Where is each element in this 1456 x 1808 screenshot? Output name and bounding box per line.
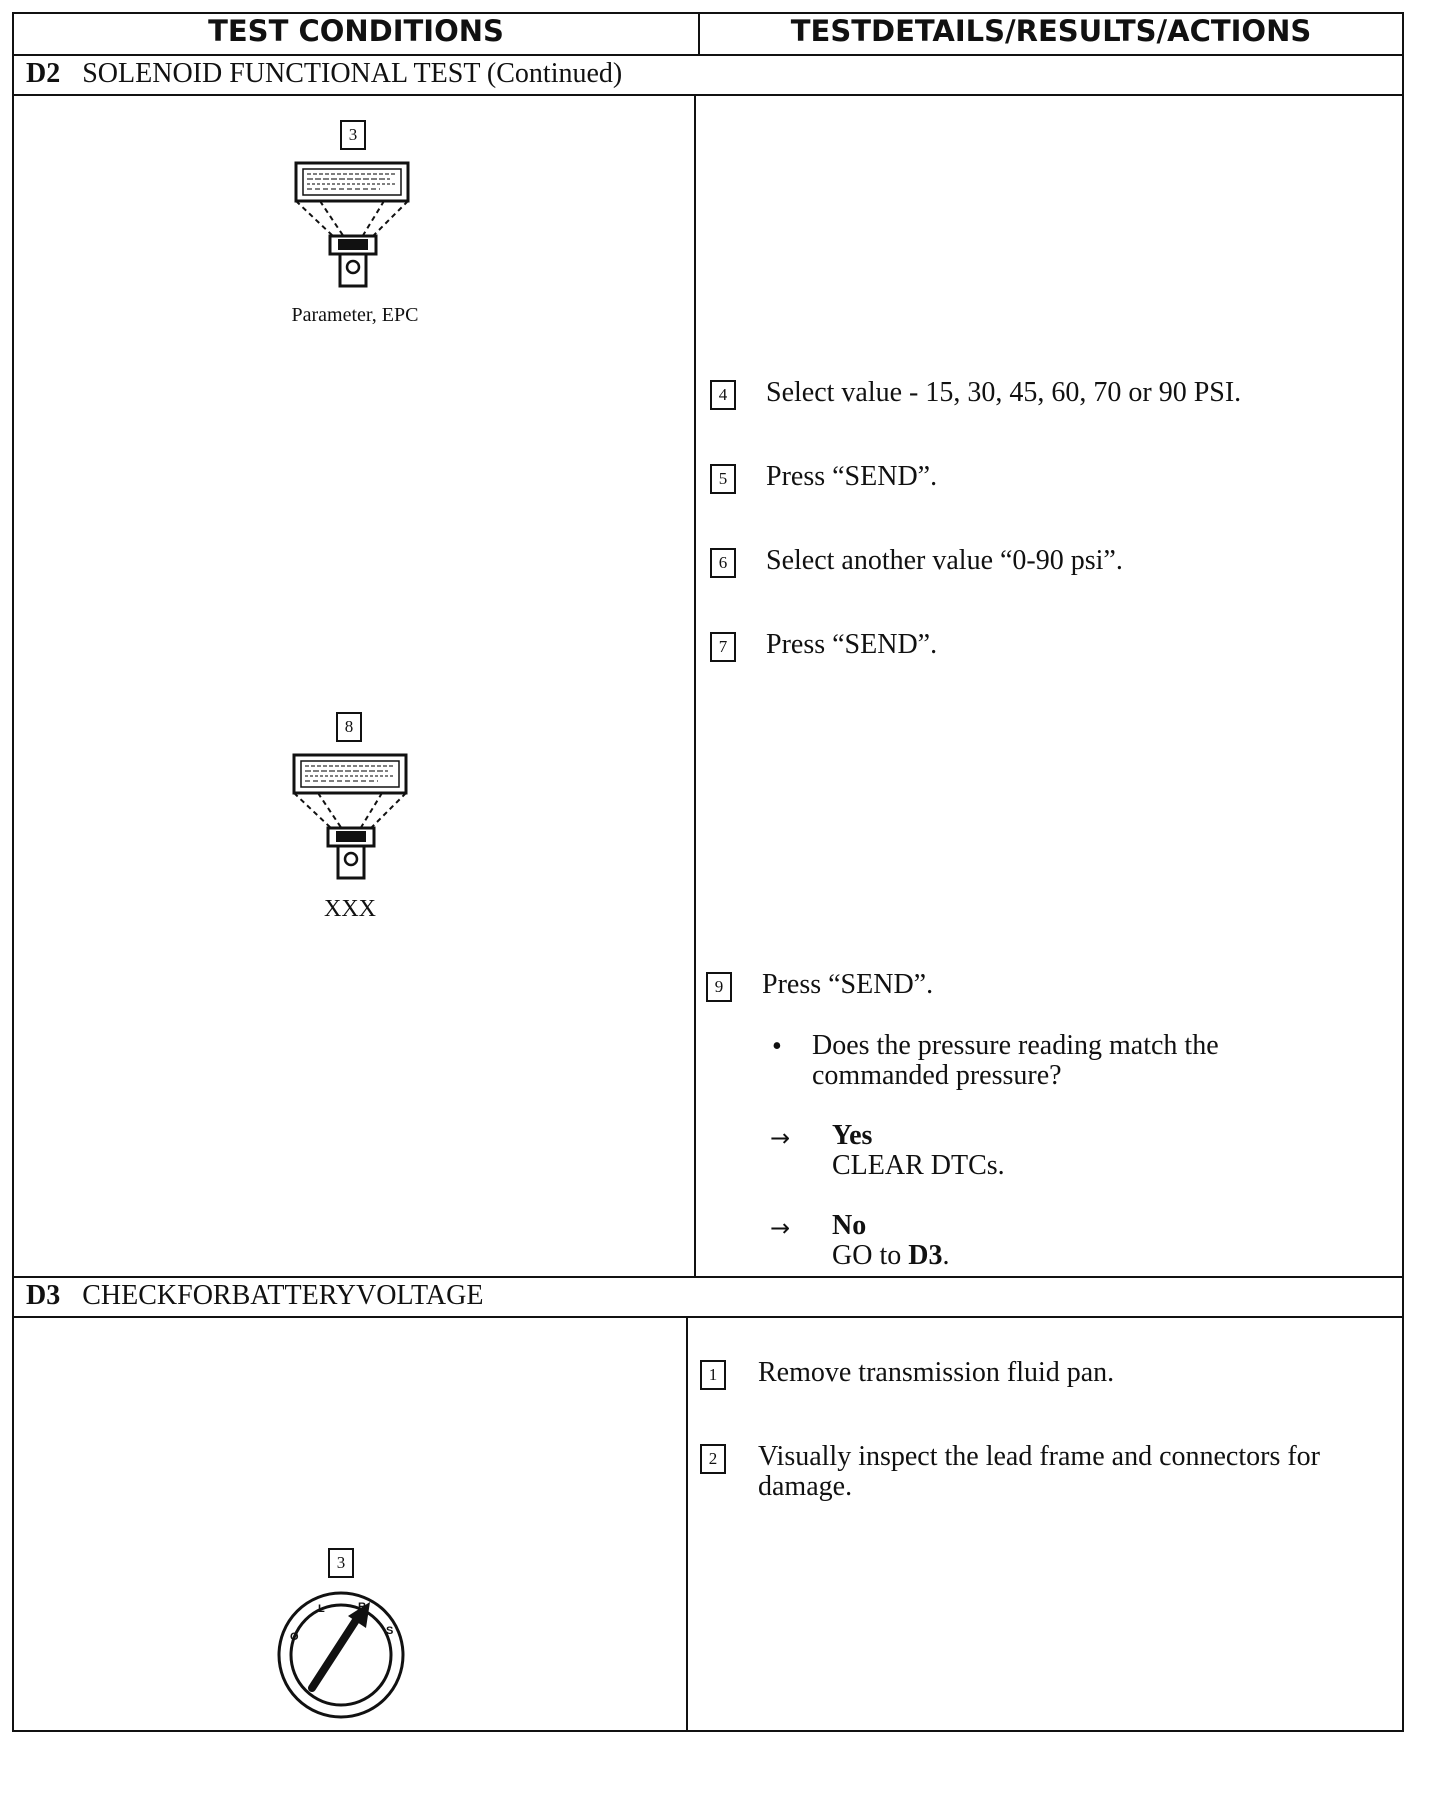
- d3-step-2-text-line-1: Visually inspect the lead frame and conn…: [758, 1441, 1320, 1472]
- d2-column-divider: [694, 94, 696, 1276]
- question-line-1: Does the pressure reading match the: [812, 1030, 1219, 1061]
- step-number-3-d3: 3: [328, 1548, 354, 1578]
- d3-step-2-text-line-2: damage.: [758, 1471, 853, 1502]
- section-d2-name: SOLENOID FUNCTIONAL TEST (Continued): [82, 58, 623, 89]
- step-7-text: Press “SEND”.: [766, 629, 938, 660]
- section-d3-name: CHECKFORBATTERYVOLTAGE: [82, 1280, 484, 1311]
- no-action-target-link[interactable]: D3: [908, 1240, 943, 1271]
- yes-action: CLEAR DTCs.: [832, 1150, 1005, 1181]
- d3-title-divider: [12, 1316, 1404, 1318]
- question-bullet: •: [772, 1031, 782, 1062]
- header-test-details: TESTDETAILS/RESULTS/ACTIONS: [790, 14, 1312, 48]
- no-action-suffix: .: [942, 1240, 950, 1271]
- ignition-pos-r: R: [358, 1601, 366, 1613]
- header-divider: [12, 54, 1404, 56]
- step-5-text: Press “SEND”.: [766, 461, 938, 492]
- step-number-1: 1: [700, 1360, 726, 1390]
- table-frame: [12, 12, 1404, 1732]
- yes-arrow-icon: →: [770, 1124, 791, 1152]
- step-number-6: 6: [710, 548, 736, 578]
- d2-title-divider: [12, 94, 1404, 96]
- scan-tool-icon: [292, 753, 408, 880]
- section-d2-id: D2: [26, 58, 61, 89]
- d3-top-divider: [12, 1276, 1404, 1278]
- no-arrow-icon: →: [770, 1214, 791, 1242]
- ignition-pos-l: L: [318, 1603, 325, 1615]
- d3-column-divider: [686, 1316, 688, 1732]
- question-line-2: commanded pressure?: [812, 1060, 1062, 1091]
- header-test-conditions: TEST CONDITIONS: [208, 14, 504, 48]
- step-number-3: 3: [340, 120, 366, 150]
- step-number-8: 8: [336, 712, 362, 742]
- yes-label: Yes: [832, 1120, 873, 1151]
- step-4-text: Select value - 15, 30, 45, 60, 70 or 90 …: [766, 377, 1242, 408]
- section-d2-title: D2 SOLENOID FUNCTIONAL TEST (Continued): [26, 58, 622, 90]
- step-9-text: Press “SEND”.: [762, 969, 934, 1000]
- section-d3-title: D3 CHECKFORBATTERYVOLTAGE: [26, 1280, 483, 1312]
- step-number-4: 4: [710, 380, 736, 410]
- step-number-5: 5: [710, 464, 736, 494]
- header-column-divider: [698, 12, 700, 54]
- no-action: GO to D3.: [832, 1241, 949, 1271]
- step-8-caption: XXX: [324, 896, 376, 922]
- step-6-text: Select another value “0-90 psi”.: [766, 545, 1123, 576]
- section-d3-id: D3: [26, 1280, 61, 1311]
- no-action-prefix: GO to: [832, 1240, 909, 1271]
- step-number-2: 2: [700, 1444, 726, 1474]
- d3-step-1-text: Remove transmission fluid pan.: [758, 1357, 1115, 1388]
- step-number-7: 7: [710, 632, 736, 662]
- ignition-pos-o: O: [290, 1631, 299, 1643]
- no-label: No: [832, 1210, 867, 1241]
- step-number-9: 9: [706, 972, 732, 1002]
- ignition-switch-icon: O L R S: [277, 1591, 405, 1719]
- step-3-caption: Parameter, EPC: [291, 304, 419, 326]
- scan-tool-icon: [294, 161, 410, 288]
- ignition-pos-s: S: [386, 1625, 393, 1637]
